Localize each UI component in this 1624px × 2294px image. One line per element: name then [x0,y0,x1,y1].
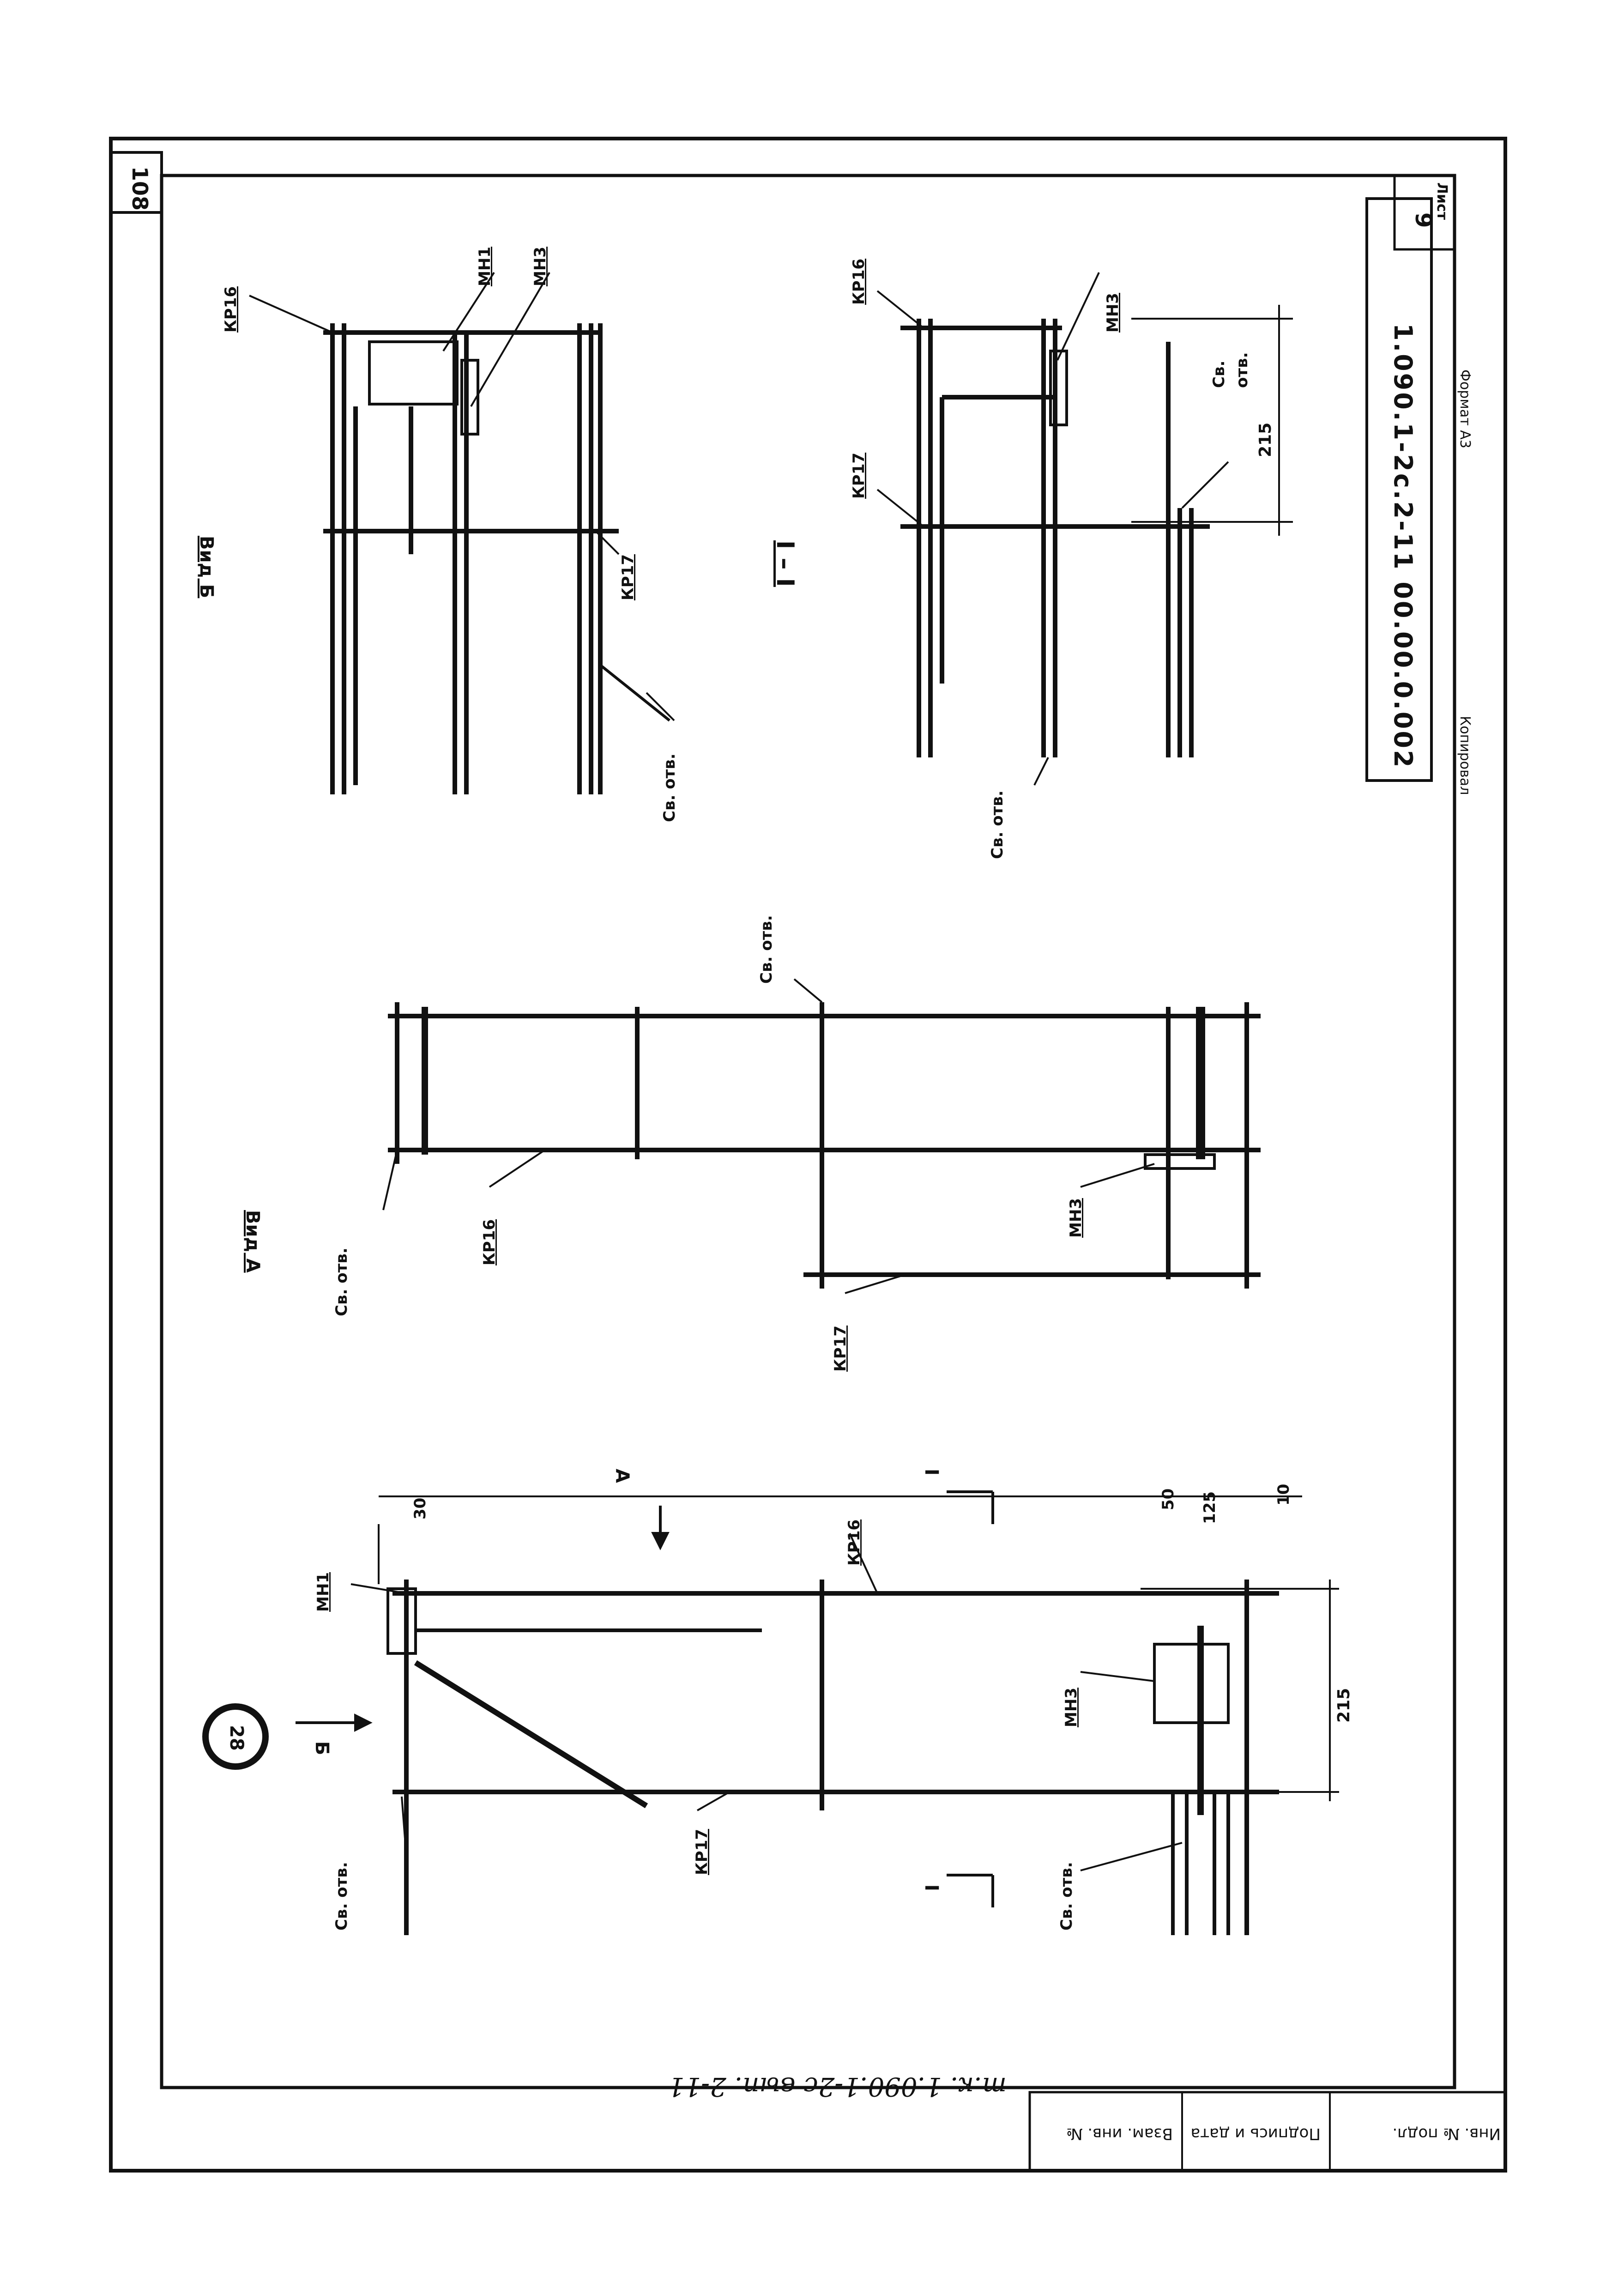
label-mn3-view-a: МН3 [1067,1198,1085,1238]
list-label: Лист [1434,182,1450,220]
label-sv-otv-view-a-top: Св. отв. [757,915,776,984]
view-a-drawing [388,1002,1261,1289]
label-kr17-section: КР17 [850,452,868,499]
label-kr16-section: КР16 [850,258,868,305]
label-sv-section: Св. [1210,360,1228,388]
circle-mark-ring [202,1703,269,1770]
drawing-designation: 1.090.1-2с.2-11 00.00.0.002 [1389,323,1418,769]
leader-lines [249,272,1229,1871]
label-sv-otv-section: Св. отв. [988,790,1007,859]
label-otv-section: отв. [1233,352,1251,388]
label-kr16-plan: КР16 [845,1519,863,1566]
dim-30: 30 [411,1497,429,1519]
stamp-strip [1028,2091,1507,2172]
circle-mark-number: 28 [226,1725,247,1751]
view-b-title: Вид Б [196,536,217,599]
dim-50: 50 [1159,1488,1177,1510]
list-box [1393,174,1456,251]
arrow-a-letter: А [611,1469,633,1483]
label-mn3-section: МН3 [1104,293,1122,333]
label-sv-otv-view-b: Св. отв. [660,753,679,822]
label-sv-otv-plan-left: Св. отв. [332,1862,351,1931]
label-mn1-plan: МН1 [314,1572,332,1612]
section-title: I – I [771,540,799,587]
arrow-b-letter: Б [311,1741,332,1755]
section-marks [947,1490,994,1907]
label-mn3-plan: МН3 [1062,1688,1081,1727]
handwritten-reference: т.к. 1.090.1-2с вып. 2-11 [668,2071,1007,2101]
title-block [1365,197,1433,782]
dim-10: 10 [1274,1483,1293,1506]
copied-label: Копировал [1457,716,1473,795]
label-mn1-view-b: МН1 [476,247,494,286]
dim-125: 125 [1201,1491,1219,1524]
label-kr17-plan: КР17 [693,1828,711,1875]
label-kr17-view-b: КР17 [619,554,637,600]
label-mn3-view-b: МН3 [531,247,549,286]
section-mark-top: I [921,1469,942,1476]
view-b-drawing [323,323,670,794]
dim-215-plan: 215 [1334,1688,1353,1723]
dim-215-section: 215 [1256,422,1275,457]
stamp-cell-replace-inv: Взам. инв. № [1066,2125,1173,2143]
label-sv-otv-view-a-left: Св. отв. [332,1247,351,1316]
format-label: Формат А3 [1457,369,1473,448]
label-sv-otv-plan-bottom: Св. отв. [1057,1862,1076,1931]
label-kr16-view-a: КР16 [480,1219,499,1265]
view-a-title: Вид А [242,1210,263,1273]
inner-frame [160,174,1456,2089]
stamp-cell-signature-date: Подпись и дата [1190,2125,1321,2143]
arrow-a-icon [651,1506,670,1550]
page-number: 108 [127,166,152,211]
label-kr17-view-a: КР17 [831,1325,850,1372]
section-mark-bottom: I [921,1884,942,1891]
outer-frame [109,137,1507,2173]
section-drawing [900,305,1293,757]
stamp-cell-inv-no: Инв. № подл. [1392,2125,1501,2143]
plan-drawing [378,1495,1339,1935]
list-number: 9 [1410,212,1436,228]
page-number-box [109,151,163,214]
label-kr16-view-b: КР16 [222,286,240,333]
arrow-b-icon [296,1713,373,1732]
